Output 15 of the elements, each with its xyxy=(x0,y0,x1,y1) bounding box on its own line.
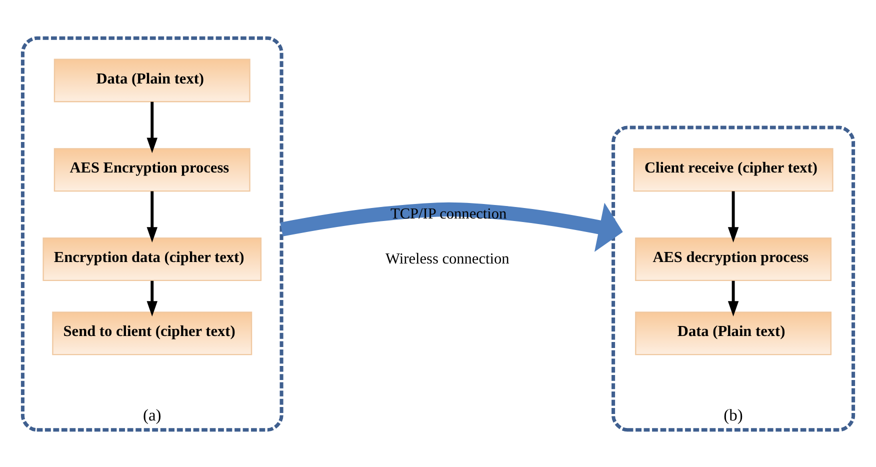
arrow xyxy=(146,190,158,242)
arrow xyxy=(728,280,739,316)
node-box: Encryption data (cipher text) xyxy=(42,237,262,281)
node-box: Send to client (cipher text) xyxy=(52,311,252,355)
node-box: Data (Plain text) xyxy=(54,58,250,102)
node-box: Client receive (cipher text) xyxy=(633,148,834,192)
node-box: AES Encryption process xyxy=(54,148,250,192)
edge-label: TCP/IP connection xyxy=(390,205,507,222)
arrow xyxy=(146,101,158,153)
label: Wireless connection xyxy=(386,250,510,267)
arrow xyxy=(728,190,739,242)
arrow xyxy=(280,202,623,252)
arrow xyxy=(146,280,158,316)
node-box: AES decryption process xyxy=(635,237,832,281)
node-box: Data (Plain text) xyxy=(635,311,832,355)
